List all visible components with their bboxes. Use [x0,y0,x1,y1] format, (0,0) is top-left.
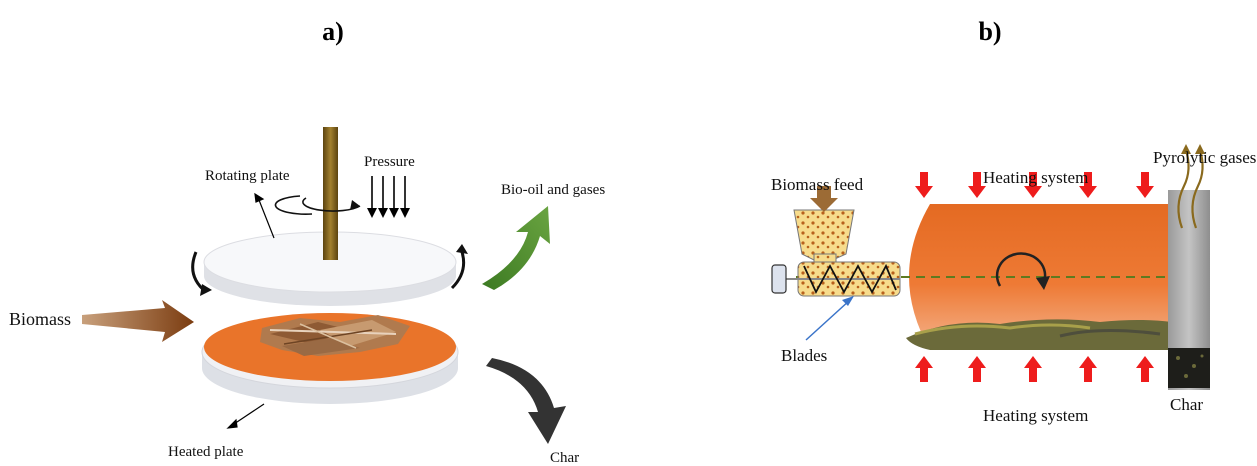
biomass-feed-label: Biomass feed [771,175,864,194]
rotation-side-arrows-icon [191,244,468,296]
pressure-label: Pressure [364,154,415,170]
char-arrow-icon [486,358,566,444]
bio-oil-label: Bio-oil and gases [501,182,605,198]
bio-oil-arrow-icon [482,206,550,290]
panel-a-label: a) [322,17,344,46]
blades-pointer [805,296,854,341]
shaft [323,127,338,260]
screw-feeder [771,261,901,297]
pyrolytic-gas-arrows-icon [1177,144,1205,229]
char-collector [1168,348,1210,388]
heating-arrows-top-icon [915,172,1154,198]
pointer-lines [226,192,275,429]
biomass-chips [260,315,410,356]
rotation-icon [274,195,361,215]
biomass-arrow-icon [82,300,194,342]
char-label-a: Char [550,450,579,466]
pyrolytic-gases-label: Pyrolytic gases [1153,148,1256,167]
heating-system-bottom-label: Heating system [983,406,1088,425]
biomass-label: Biomass [9,309,71,329]
pressure-arrows-icon [367,176,410,218]
blades-label: Blades [781,346,827,365]
heating-system-top-label: Heating system [983,168,1088,187]
rotating-plate [203,231,457,306]
rotary-kiln [796,204,1172,350]
rotating-plate-label: Rotating plate [205,168,290,184]
char-label-b: Char [1170,395,1203,414]
heating-arrows-bottom-icon [915,356,1154,382]
heated-plate-label: Heated plate [168,444,244,460]
char-specks [1176,354,1204,378]
biomass-feed-arrow-icon [810,186,838,212]
panel-b-label: b) [978,17,1001,46]
feed-hopper [793,209,855,265]
